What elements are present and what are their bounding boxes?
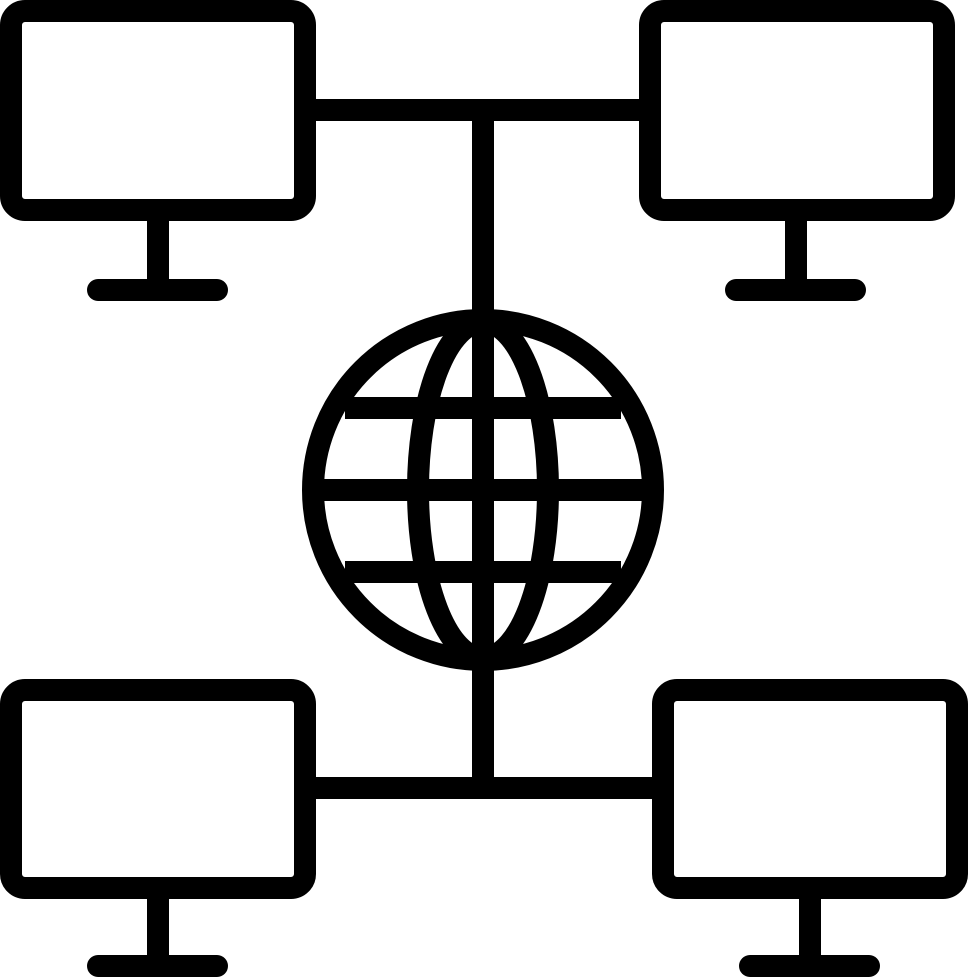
network-connector-lines <box>305 99 663 799</box>
monitor-icon <box>0 0 316 301</box>
monitor-icon <box>0 679 316 977</box>
globe-icon <box>302 309 664 671</box>
monitor-icon <box>652 679 968 977</box>
monitor-icon <box>639 0 955 301</box>
